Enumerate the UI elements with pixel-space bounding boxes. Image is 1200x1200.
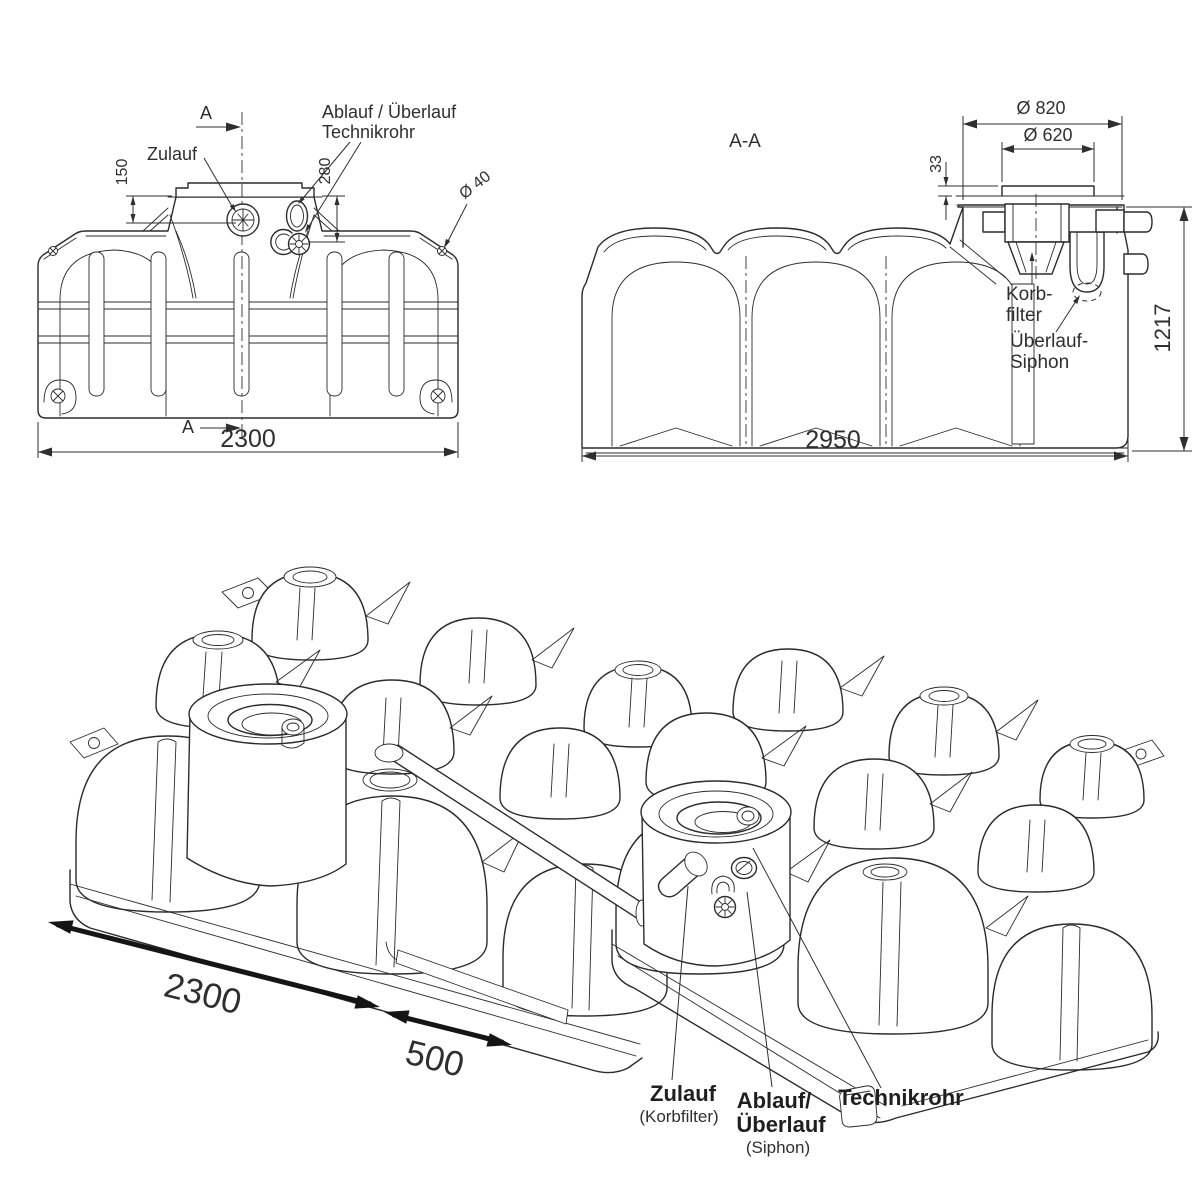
section-label-bottom: A: [182, 417, 194, 437]
iso-zulauf-leader: [671, 885, 689, 1081]
korbfilter-label-2: filter: [1006, 305, 1043, 326]
dim-d40-leader: [444, 203, 468, 248]
ablauf-ueberlauf-fitting: [285, 200, 309, 232]
upper-connecting-pipe: [362, 743, 659, 932]
section-view: A-A Ø 820 Ø 620 33 1217 2950 Korb- filte…: [581, 98, 1192, 462]
iso-dim-2300-label: 2300: [160, 966, 245, 1023]
iso-technikrohr-leader: [752, 847, 882, 1089]
dim-2300: [37, 422, 459, 458]
front-outlet-label-1: Ablauf / Überlauf: [322, 102, 457, 122]
section-arrow-bottom: [200, 423, 241, 433]
dim-2950: [581, 440, 1129, 462]
front-rib-slots: [88, 251, 405, 397]
iso-zulauf-sublabel: (Korbfilter): [639, 1107, 718, 1126]
dim-d620: [1001, 142, 1095, 182]
korbfilter-label-1: Korb-: [1006, 284, 1052, 305]
dim-2950-label: 2950: [805, 426, 861, 454]
dim-d820: [962, 116, 1123, 200]
section-arrow-top: [196, 122, 241, 132]
iso-zulauf-label: Zulauf: [650, 1081, 717, 1106]
section-label-top: A: [200, 103, 212, 123]
bottom-pocket-right: [419, 379, 453, 415]
dim-33: [938, 162, 998, 220]
dim-2300-front-label: 2300: [220, 425, 276, 453]
iso-view: 2300 500 Zulauf (Korbfilter) Ablauf/ Übe…: [48, 566, 1165, 1157]
iso-dim-500: [384, 1010, 512, 1047]
iso-ablauf-oval: [730, 856, 758, 880]
bottom-pocket-left: [43, 379, 77, 415]
korbfilter-arrow: [1029, 252, 1035, 284]
dim-1217: [1126, 206, 1192, 452]
iso-ablauf-leader: [746, 891, 773, 1088]
dim-d40-label: Ø 40: [456, 168, 494, 203]
outlet-pipes: [1123, 211, 1153, 275]
dim-150: [126, 195, 236, 224]
corner-screw-top-left: [48, 246, 58, 256]
iso-tank2-turret: [640, 780, 792, 967]
siphon-label-2: Siphon: [1010, 352, 1069, 373]
dim-280-label: 280: [317, 158, 334, 185]
dim-d620-label: Ø 620: [1023, 125, 1072, 145]
basket-filter: [982, 194, 1070, 282]
zulauf-fitting: [226, 203, 260, 237]
front-inlet-label: Zulauf: [147, 144, 198, 164]
corner-screw-top-right: [437, 246, 447, 256]
section-view-label: A-A: [729, 131, 761, 152]
front-outlet-label-2: Technikrohr: [322, 122, 415, 142]
iso-ablauf-label-2: Überlauf: [736, 1112, 826, 1137]
ablauf-leader: [298, 141, 351, 204]
iso-ablauf-label-1: Ablauf/: [737, 1088, 812, 1113]
iso-tank1-turret: [186, 683, 348, 887]
iso-dim-500-label: 500: [402, 1033, 468, 1085]
dim-d820-label: Ø 820: [1016, 98, 1065, 118]
iso-dim-2300: [48, 920, 380, 1009]
dim-280: [308, 195, 345, 243]
technikrohr-leader: [305, 141, 362, 232]
iso-zulauf-stub: [657, 851, 708, 898]
dim-150-label: 150: [114, 159, 131, 186]
iso-ablauf-sublabel: (Siphon): [746, 1138, 810, 1157]
overflow-siphon: [1069, 209, 1125, 302]
technikrohr-fitting: [287, 232, 311, 256]
siphon-leader: [1055, 295, 1080, 333]
iso-technikrohr-label: Technikrohr: [838, 1085, 964, 1110]
iso-technikrohr-gear: [713, 895, 737, 919]
dim-33-label: 33: [928, 155, 945, 173]
lower-connecting-pipe: [395, 949, 569, 1025]
zulauf-leader: [203, 157, 234, 209]
iso-siphon-hook: [711, 875, 735, 895]
siphon-label-1: Überlauf-: [1010, 331, 1088, 352]
dim-1217-label: 1217: [1150, 304, 1175, 353]
front-view: A A Zulauf Ablauf / Überlauf Technikrohr…: [37, 102, 494, 458]
siphon-outline: [270, 228, 293, 256]
